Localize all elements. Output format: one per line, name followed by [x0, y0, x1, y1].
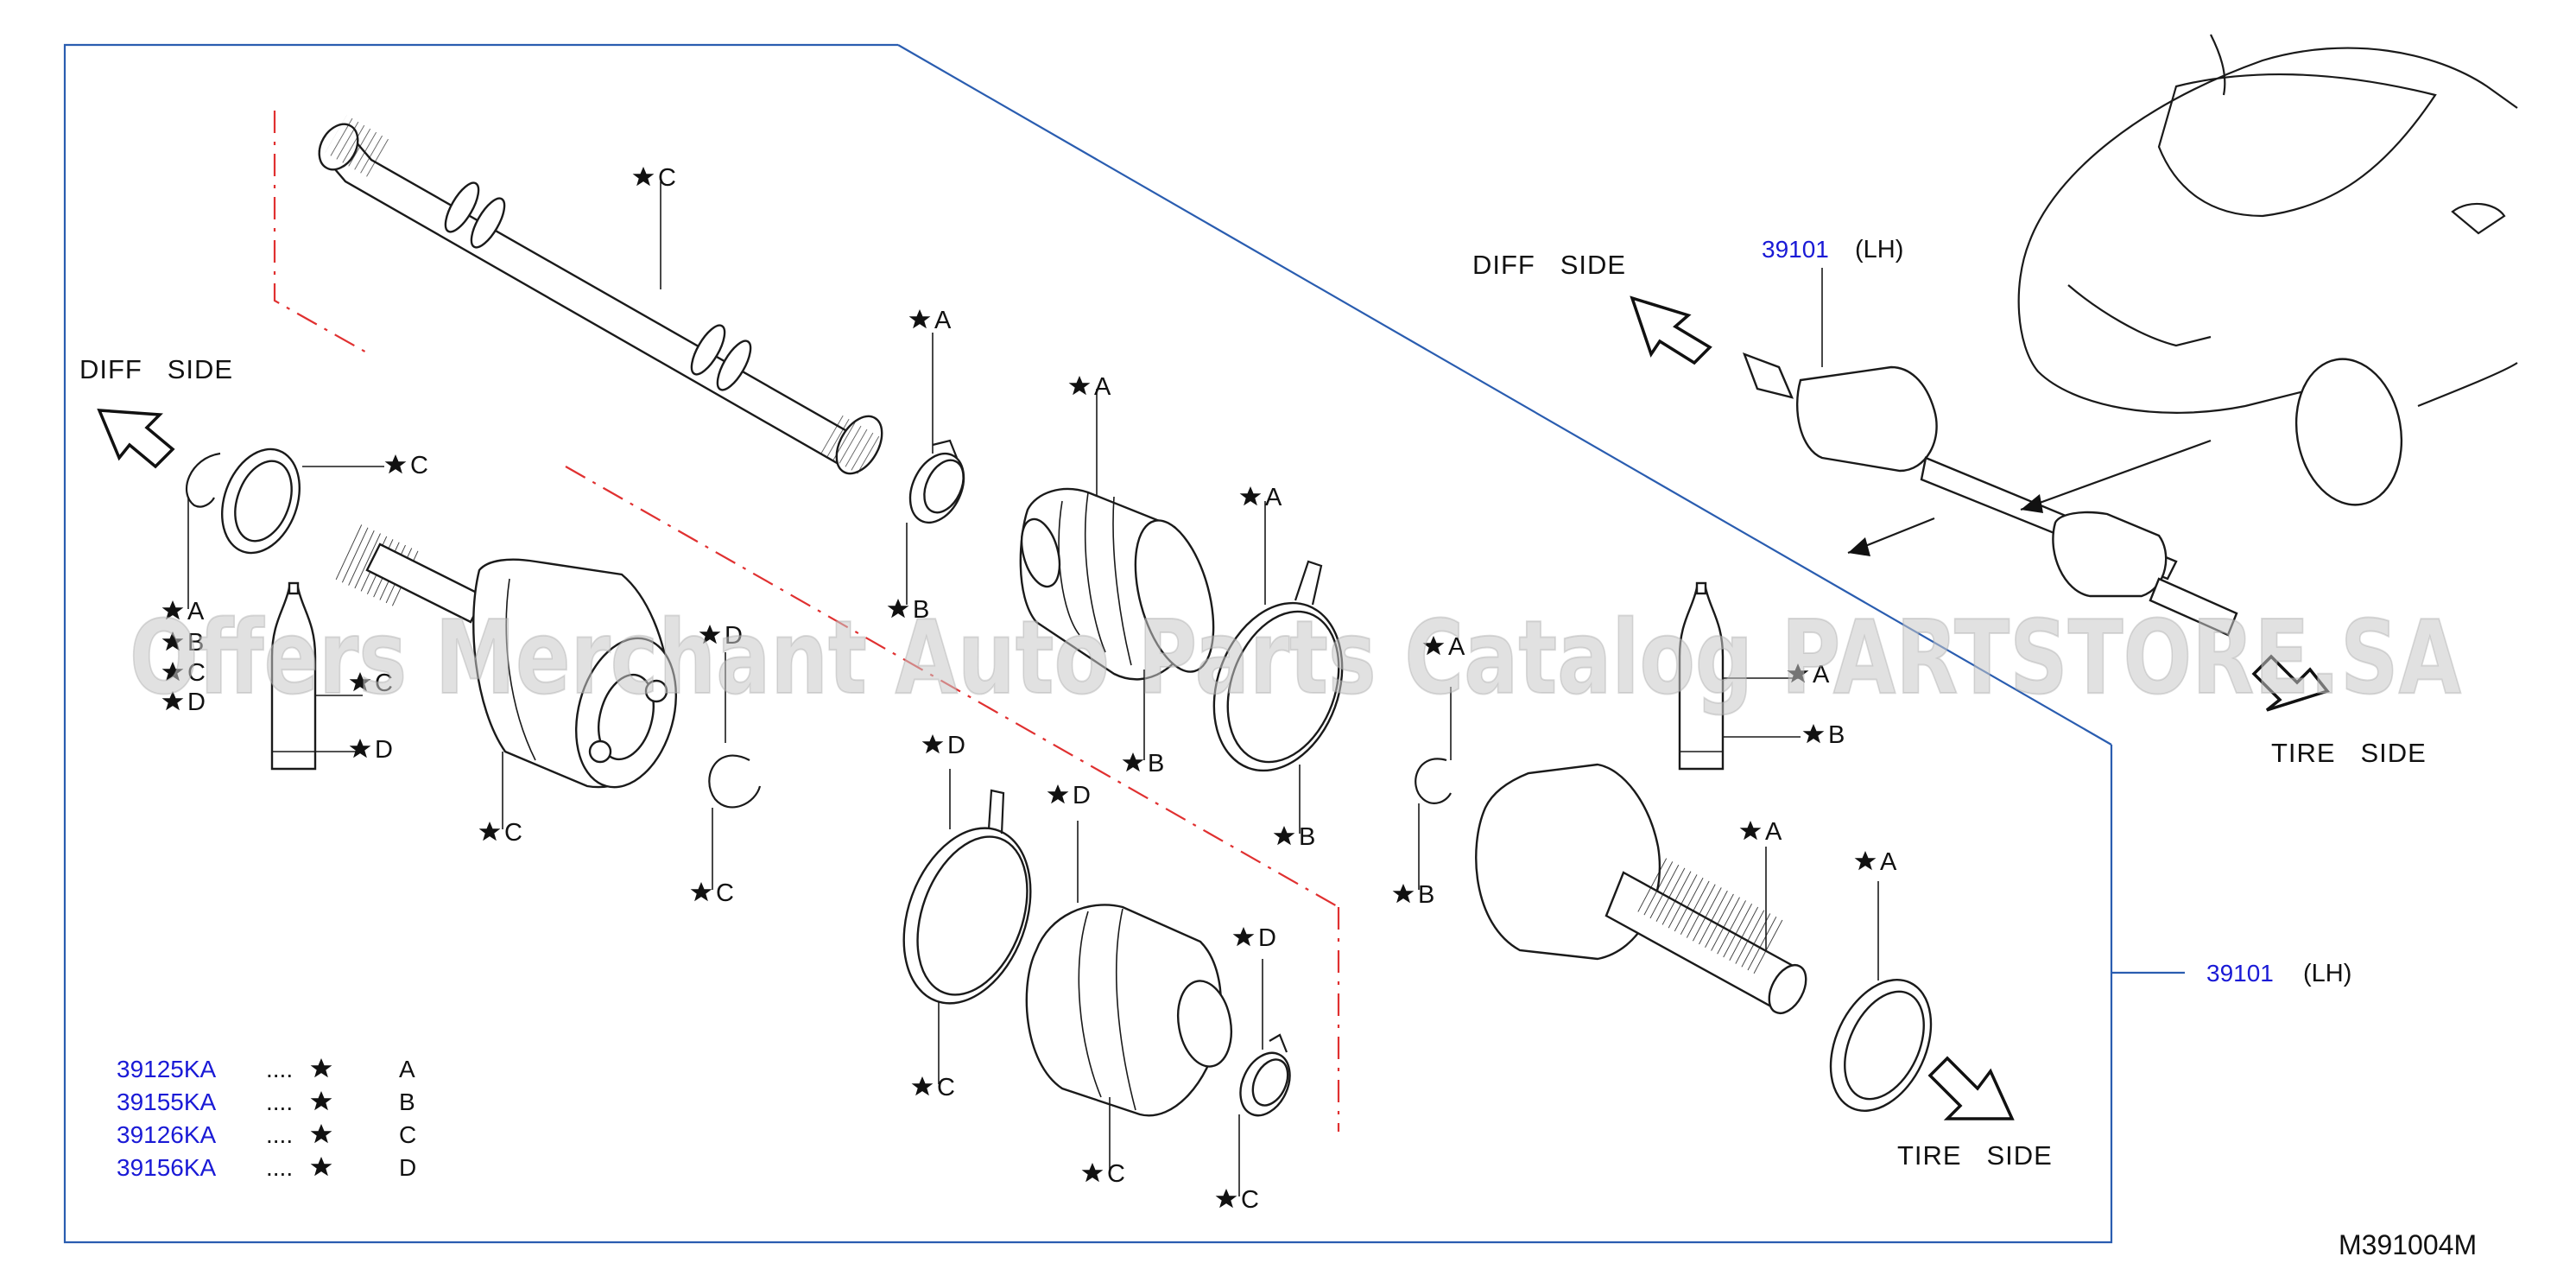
callout-seal2-a: A: [1880, 848, 1897, 876]
boot-top: [1019, 487, 1215, 681]
boot-lower: [1025, 904, 1232, 1117]
callout-housing-c: C: [504, 819, 522, 847]
legend-row[interactable]: 39126KA .... C: [117, 1121, 416, 1148]
callout-boot-a-top: A: [1094, 373, 1111, 401]
legend-code[interactable]: 39155KA: [117, 1088, 217, 1115]
band-small-top: [908, 439, 965, 524]
legend-letter: D: [399, 1154, 416, 1181]
part-side-main: (LH): [2303, 960, 2351, 987]
legend-code[interactable]: 39125KA: [117, 1056, 217, 1082]
callout-clamp-b: B: [1299, 823, 1315, 851]
callout-shaft-c: C: [658, 164, 676, 192]
band-large: [1212, 560, 1344, 772]
guide-lines: [273, 111, 1340, 1132]
callout-ring-c: C: [716, 879, 734, 907]
watermark: Offers Merchant Auto Parts Catalog PARTS…: [130, 598, 2461, 717]
label-tire-side-lower: TIRE SIDE: [1897, 1140, 2053, 1171]
legend-row[interactable]: 39155KA .... B: [117, 1088, 415, 1115]
legend-dots: ....: [266, 1088, 293, 1115]
band-d-lower: [902, 789, 1032, 1005]
callout-clamp-a: A: [1265, 484, 1282, 511]
callout-grease2-a: A: [1813, 661, 1830, 689]
callout-outer-a: A: [1765, 818, 1782, 846]
drive-shaft-bar: [318, 115, 884, 477]
legend-letter: B: [399, 1088, 415, 1115]
callout-snap2-b: B: [1418, 881, 1434, 909]
callout-band-b-top: B: [913, 596, 929, 624]
legend-dots: ....: [266, 1056, 293, 1082]
legend-row[interactable]: 39156KA .... D: [117, 1154, 416, 1181]
upper-assembly-shaft: [1742, 352, 2238, 637]
label-diff-side-right: DIFF SIDE: [1472, 250, 1626, 280]
part-side-upper: (LH): [1855, 236, 1903, 263]
open-arrow-tire-lower: [1927, 1056, 2015, 1120]
legend-row[interactable]: 39125KA .... A: [117, 1056, 415, 1082]
callout-band3-d: D: [1258, 924, 1276, 952]
seal-ring-left: [220, 447, 301, 555]
legend-letter: C: [399, 1121, 416, 1148]
callout-grease-d: D: [375, 736, 393, 764]
grease-tube-left: [270, 581, 317, 771]
legend-code[interactable]: 39126KA: [117, 1121, 217, 1148]
callout-band-a-top: A: [934, 307, 952, 334]
seal-ring-right: [1829, 979, 1933, 1112]
outer-joint: [1475, 763, 1807, 1015]
leader-lines: [187, 181, 1879, 1196]
callout-snap-b: B: [187, 629, 204, 657]
diagram-frame: [63, 43, 2185, 1244]
callout-grease2-b: B: [1828, 721, 1845, 749]
snap-ring-center: [708, 754, 762, 809]
callout-snap-a: A: [187, 598, 205, 625]
callout-grease-c: C: [375, 670, 393, 697]
snap-ring-left: [186, 452, 221, 508]
legend-dots: ....: [266, 1154, 293, 1181]
callout-snap-d: D: [187, 689, 206, 716]
legend-letter: A: [399, 1056, 415, 1082]
part-number-main[interactable]: 39101: [2206, 960, 2274, 987]
part-number-upper[interactable]: 39101: [1762, 236, 1829, 263]
car-silhouette: [2017, 34, 2518, 506]
clamp-small-lower: [1239, 1033, 1291, 1117]
callout-seal-c: C: [410, 452, 428, 479]
callout-ring-d: D: [725, 622, 743, 650]
callout-clamp2-c: C: [937, 1074, 955, 1101]
callout-band3-c: C: [1241, 1186, 1259, 1214]
inner-joint-housing: [333, 524, 678, 789]
snap-ring-right: [1415, 758, 1452, 804]
label-diff-side-left: DIFF SIDE: [79, 354, 233, 384]
callout-boot2-c: C: [1107, 1160, 1125, 1188]
label-tire-side-right: TIRE SIDE: [2271, 738, 2427, 768]
callout-boot2-d: D: [1073, 782, 1091, 809]
open-arrow-diff-left: [97, 409, 175, 469]
callout-snap-c: C: [187, 659, 206, 687]
callout-clamp2-d: D: [947, 732, 965, 759]
open-arrow-tire-right: [2251, 654, 2330, 712]
grease-tube-right: [1678, 581, 1725, 771]
callout-boot-b: B: [1148, 750, 1164, 777]
legend-dots: ....: [266, 1121, 293, 1148]
diagram-id: M391004M: [2339, 1229, 2477, 1260]
legend-code[interactable]: 39156KA: [117, 1154, 217, 1181]
callout-snap2-a: A: [1448, 633, 1465, 661]
direction-arrows: [1847, 439, 2212, 556]
open-arrow-diff-right: [1630, 295, 1712, 365]
legend: 39125KA .... A 39155KA .... B 39126KA ..…: [117, 1056, 416, 1181]
